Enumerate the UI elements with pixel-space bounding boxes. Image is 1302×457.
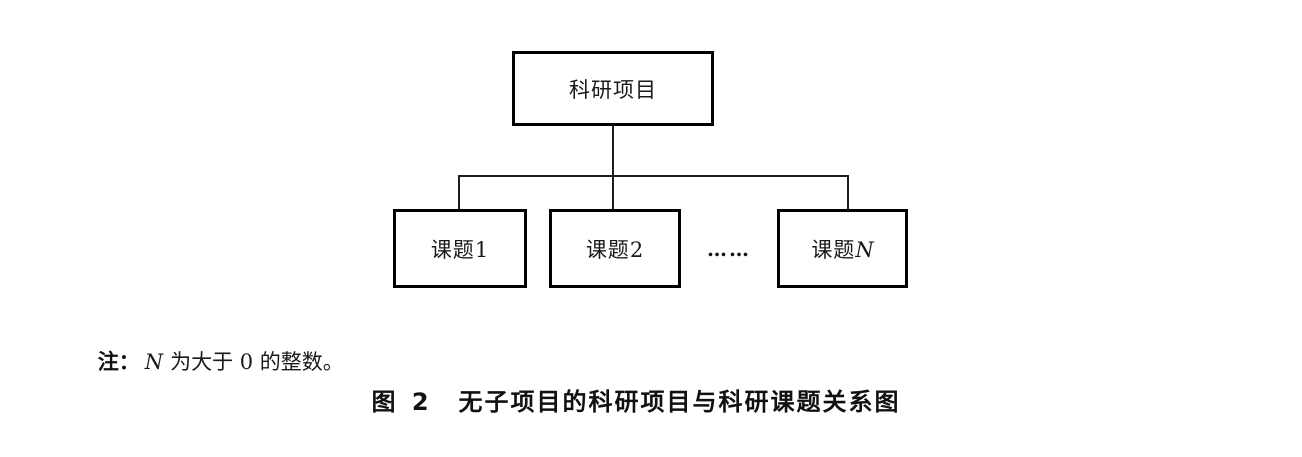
caption-figure-label: 图 2 (371, 388, 433, 416)
node-topic-n-prefix: 课题 (811, 237, 856, 262)
note-label: 注 (97, 350, 119, 374)
connector-rail (458, 175, 849, 177)
node-topic-n-label: 课题N (811, 234, 873, 264)
caption-title: 无子项目的科研项目与科研课题关系图 (458, 388, 901, 416)
node-research-project-label: 科研项目 (569, 77, 657, 102)
connector-stem (612, 126, 614, 176)
node-topic-2: 课题2 (549, 209, 681, 288)
note-colon: ： (118, 350, 140, 374)
note-variable: N (144, 350, 164, 374)
note-text: 为大于 0 的整数。 (170, 350, 344, 374)
node-topic-1-prefix: 课题 (430, 237, 475, 262)
node-topic-1-suffix: 1 (474, 237, 490, 262)
node-topic-2-label: 课题2 (586, 234, 644, 264)
connector-drop-topic-1 (458, 176, 460, 209)
node-topic-1: 课题1 (393, 209, 527, 288)
connector-drop-topic-n (847, 176, 849, 209)
ellipsis-text: …… (707, 236, 751, 261)
connector-drop-topic-2 (612, 176, 614, 209)
figure-caption: 图 2 无子项目的科研项目与科研课题关系图 (0, 382, 1272, 417)
node-topic-n-variable: N (855, 237, 874, 262)
node-topic-2-prefix: 课题 (585, 237, 630, 262)
node-research-project: 科研项目 (512, 51, 714, 126)
node-topic-2-suffix: 2 (629, 237, 645, 262)
node-topic-n: 课题N (777, 209, 908, 288)
node-topic-1-label: 课题1 (431, 234, 489, 264)
